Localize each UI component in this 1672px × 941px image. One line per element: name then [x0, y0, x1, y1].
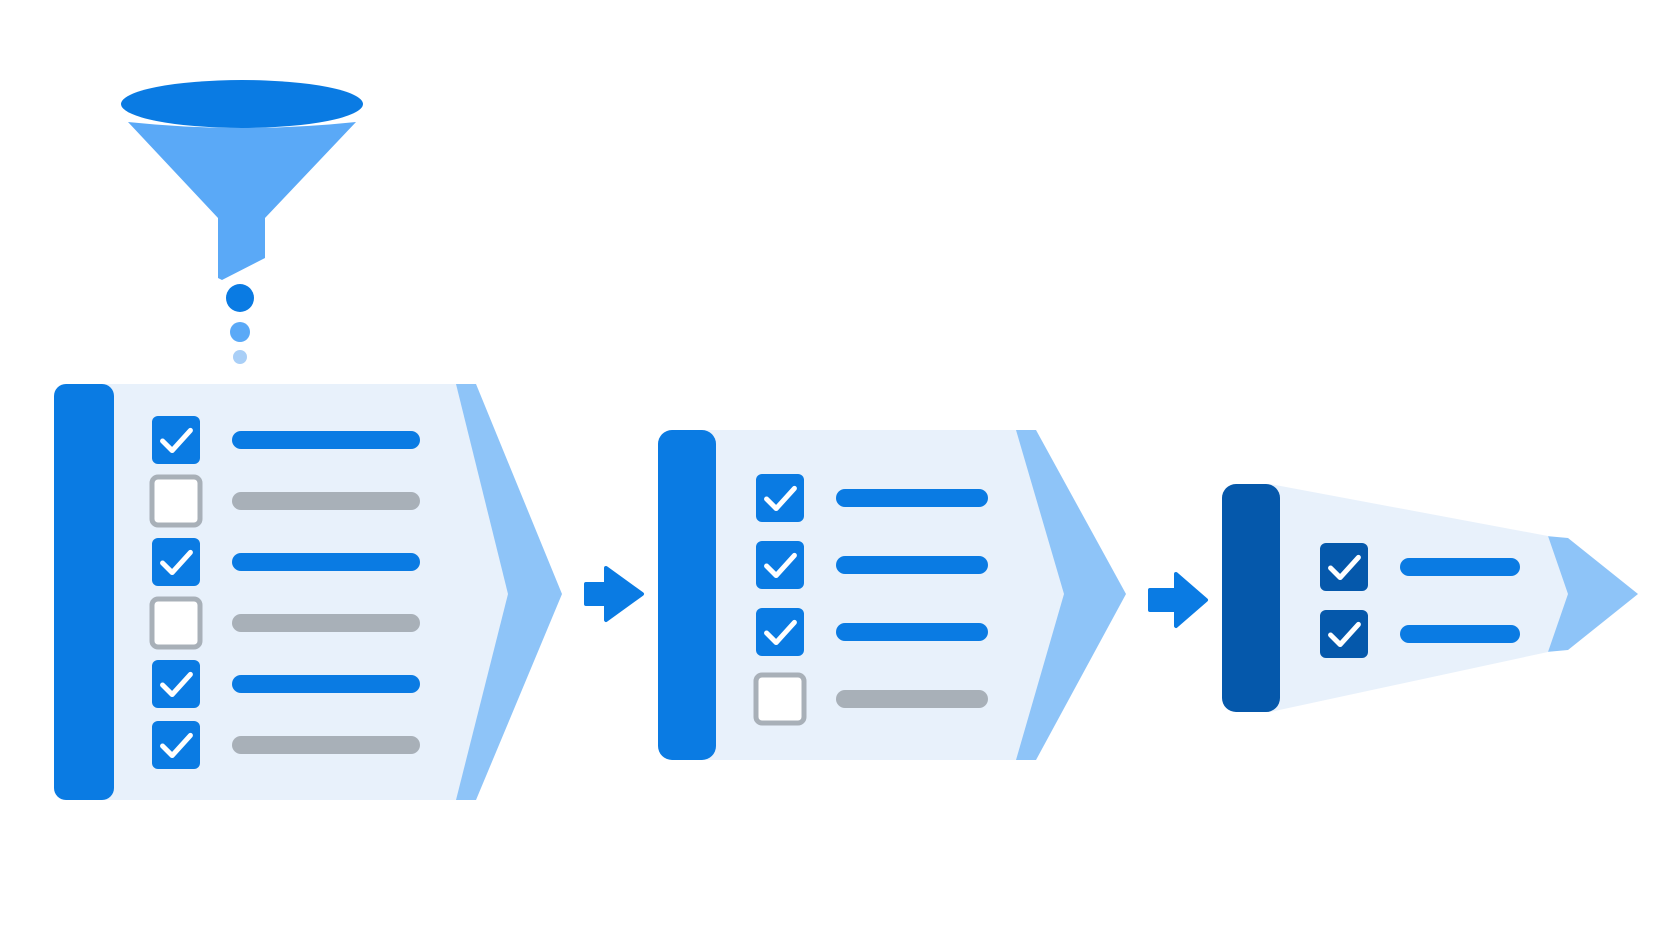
- checkbox-checked: [756, 608, 804, 656]
- checkbox-checked: [152, 538, 200, 586]
- check-icon: [1328, 621, 1361, 648]
- stage-3-header-bar: [1222, 484, 1280, 712]
- checklist-row: [756, 608, 988, 656]
- item-bar-unselected: [232, 614, 420, 632]
- checkbox-checked: [152, 416, 200, 464]
- item-bar-selected: [1400, 625, 1520, 643]
- check-icon: [764, 552, 797, 579]
- checklist-row: [1320, 543, 1520, 591]
- item-bar-selected: [836, 623, 988, 641]
- checklist-row: [149, 596, 420, 650]
- checklist-row: [152, 721, 420, 769]
- stage-3-panel: [1222, 484, 1638, 712]
- stage-1-item-list: [149, 416, 420, 769]
- item-bar-unselected: [836, 690, 988, 708]
- stage-3-body: [1270, 484, 1568, 712]
- checkbox-unchecked: [149, 596, 203, 650]
- stage-1-panel: [54, 384, 562, 800]
- stage-3-item-list: [1320, 543, 1520, 658]
- arrow-right-icon: [1148, 572, 1208, 628]
- checkbox-checked: [152, 721, 200, 769]
- item-bar-selected: [232, 553, 420, 571]
- checklist-row: [756, 474, 988, 522]
- funnel-drop-small: [233, 350, 247, 364]
- checkbox-checked: [1320, 610, 1368, 658]
- checklist-row: [753, 672, 988, 726]
- item-bar-unselected: [232, 736, 420, 754]
- item-bar-selected: [836, 556, 988, 574]
- funnel-drop-large: [226, 284, 254, 312]
- funnel-drop-medium: [230, 322, 250, 342]
- check-icon: [160, 671, 193, 698]
- item-bar-unselected: [232, 492, 420, 510]
- stage-3-chevron: [1546, 536, 1638, 652]
- item-bar-selected: [1400, 558, 1520, 576]
- checkbox-checked: [756, 474, 804, 522]
- checkbox-unchecked: [149, 474, 203, 528]
- check-icon: [160, 549, 193, 576]
- checkbox-checked: [1320, 543, 1368, 591]
- check-icon: [764, 485, 797, 512]
- funnel-icon: [121, 80, 363, 280]
- checklist-row: [1320, 610, 1520, 658]
- checkbox-checked: [756, 541, 804, 589]
- item-bar-selected: [232, 675, 420, 693]
- stage-2-item-list: [753, 474, 988, 726]
- stage-1-header-bar: [54, 384, 114, 800]
- checklist-row: [152, 660, 420, 708]
- arrow-right-icon: [584, 566, 644, 622]
- stage-2-panel: [658, 430, 1126, 760]
- funnel-rim: [121, 80, 363, 128]
- checkbox-unchecked: [753, 672, 807, 726]
- check-icon: [160, 732, 193, 759]
- funnel-cone: [128, 122, 356, 280]
- stage-2-header-bar: [658, 430, 716, 760]
- checklist-row: [756, 541, 988, 589]
- item-bar-selected: [232, 431, 420, 449]
- checkbox-checked: [152, 660, 200, 708]
- check-icon: [160, 427, 193, 454]
- checklist-row: [149, 474, 420, 528]
- check-icon: [1328, 554, 1361, 581]
- checklist-row: [152, 416, 420, 464]
- check-icon: [764, 619, 797, 646]
- checklist-row: [152, 538, 420, 586]
- item-bar-selected: [836, 489, 988, 507]
